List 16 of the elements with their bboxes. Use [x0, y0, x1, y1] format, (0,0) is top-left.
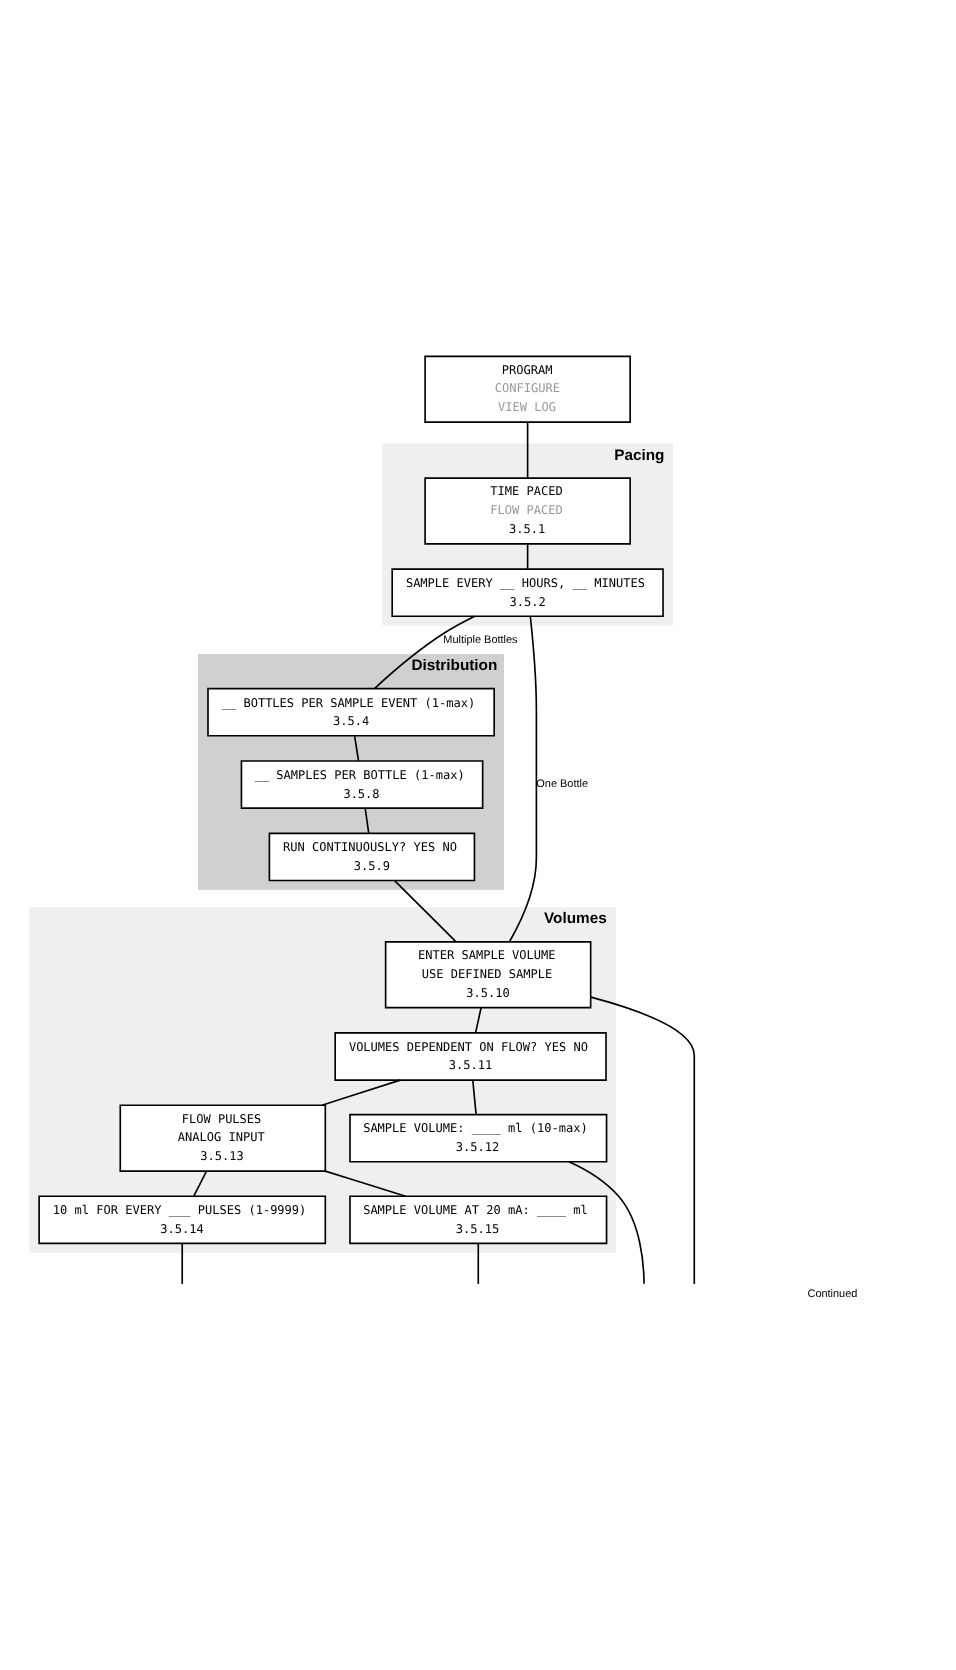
connector: [590, 996, 696, 1285]
connector: [393, 879, 457, 943]
connector: [477, 1242, 480, 1285]
connector: [324, 1170, 407, 1197]
connector: [526, 543, 529, 570]
connector: [508, 615, 538, 943]
connector: [526, 421, 529, 479]
connector: [353, 735, 360, 762]
connector: [181, 1242, 184, 1285]
connector: [568, 1160, 645, 1285]
connector: [471, 1079, 477, 1116]
connector: [474, 1006, 482, 1034]
connector: [193, 1170, 208, 1197]
connector: [321, 1079, 402, 1107]
connector: [364, 807, 370, 835]
connector: [373, 615, 476, 690]
